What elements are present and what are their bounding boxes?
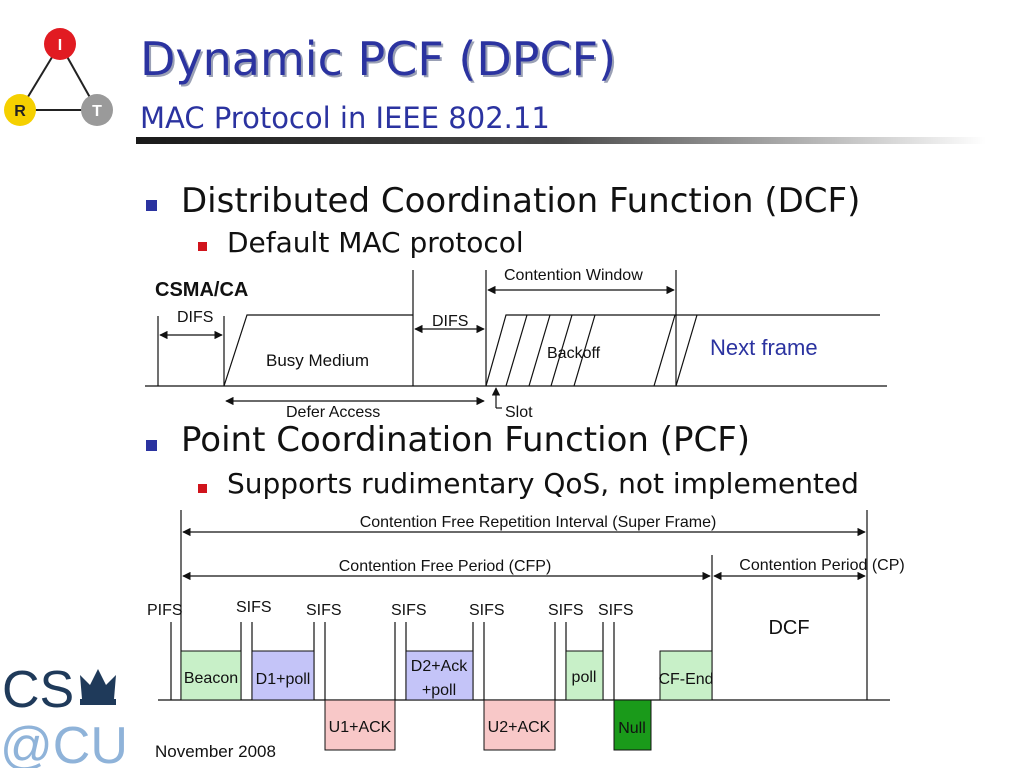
sifs-label: SIFS: [598, 602, 634, 619]
bullet-pcf: Point Coordination Function (PCF): [181, 420, 751, 460]
difs-right-label: DIFS: [432, 313, 468, 330]
d2-poll-label: +poll: [422, 682, 456, 699]
slot-label: Slot: [505, 404, 533, 421]
defer-access-label: Defer Access: [286, 404, 380, 421]
poll-frame: [565, 650, 604, 701]
logo-node-r: [4, 94, 36, 126]
super-frame-label: Contention Free Repetition Interval (Sup…: [360, 514, 717, 531]
csma-diagram: [145, 270, 887, 409]
slide-title: Dynamic PCF (DPCF): [140, 32, 617, 86]
bullet-square-icon: [146, 440, 157, 451]
crown-icon: [80, 669, 116, 705]
logo-triangle: I R T: [4, 28, 113, 126]
d2-ack-label: D2+Ack: [411, 658, 468, 675]
busy-medium-shape: [223, 314, 413, 387]
u2-ack-label: U2+ACK: [488, 719, 551, 736]
csma-heading: CSMA/CA: [155, 279, 248, 301]
backoff-label: Backoff: [547, 345, 601, 362]
logo-node-t-label: T: [92, 103, 102, 120]
backoff-slant: [528, 314, 551, 387]
logo-node-i-label: I: [58, 37, 62, 54]
cs-logo-text: CS: [2, 661, 74, 719]
cu-logo-text: @CU: [0, 717, 128, 768]
backoff-slant: [653, 314, 676, 387]
d1-poll-label: D1+poll: [256, 671, 311, 688]
logo-node-r-label: R: [14, 103, 26, 120]
pifs-label: PIFS: [147, 602, 183, 619]
bullet-dcf-sub: Default MAC protocol: [227, 226, 524, 259]
busy-medium-label: Busy Medium: [266, 351, 369, 370]
title-underline: [136, 137, 986, 144]
beacon-label: Beacon: [184, 670, 238, 687]
d1-poll-frame: [251, 650, 315, 701]
u1-ack-label: U1+ACK: [329, 719, 392, 736]
next-frame-label: Next frame: [710, 335, 818, 360]
backoff-slant: [505, 314, 528, 387]
cs-cu-logo: CS @CU: [0, 661, 128, 768]
sifs-label: SIFS: [548, 602, 584, 619]
sub-bullet-square-icon: [198, 242, 207, 251]
backoff-slant: [573, 314, 596, 387]
contention-window-label: Contention Window: [504, 267, 643, 284]
bullet-square-icon: [146, 200, 157, 211]
u1-ack-frame: [324, 699, 396, 751]
logo-node-i: [44, 28, 76, 60]
sifs-label: SIFS: [306, 602, 342, 619]
backoff-slant: [550, 314, 573, 387]
sifs-label: SIFS: [391, 602, 427, 619]
slide-subtitle: MAC Protocol in IEEE 802.11: [140, 101, 550, 135]
null-label: Null: [618, 720, 646, 737]
next-frame-edge: [675, 314, 698, 387]
poll-label: poll: [572, 669, 597, 686]
sub-bullet-square-icon: [198, 484, 207, 493]
d2-ack-poll-frame: [405, 650, 474, 701]
bullet-dcf: Distributed Coordination Function (DCF): [181, 181, 861, 221]
dcf-period-label: DCF: [768, 617, 809, 639]
cfp-label: Contention Free Period (CFP): [339, 558, 552, 575]
logo-node-t: [81, 94, 113, 126]
cf-end-frame: [659, 650, 713, 701]
cf-end-label: CF-End: [658, 671, 713, 688]
sifs-label: SIFS: [469, 602, 505, 619]
bullet-pcf-sub: Supports rudimentary QoS, not implemente…: [227, 467, 859, 500]
null-frame: [613, 699, 652, 751]
beacon-frame: [180, 650, 242, 701]
cp-label: Contention Period (CP): [739, 557, 904, 574]
backoff-top: [485, 314, 880, 387]
footer-date: November 2008: [155, 742, 276, 761]
difs-left-label: DIFS: [177, 309, 213, 326]
u2-ack-frame: [483, 699, 556, 751]
sifs-label: SIFS: [236, 599, 272, 616]
